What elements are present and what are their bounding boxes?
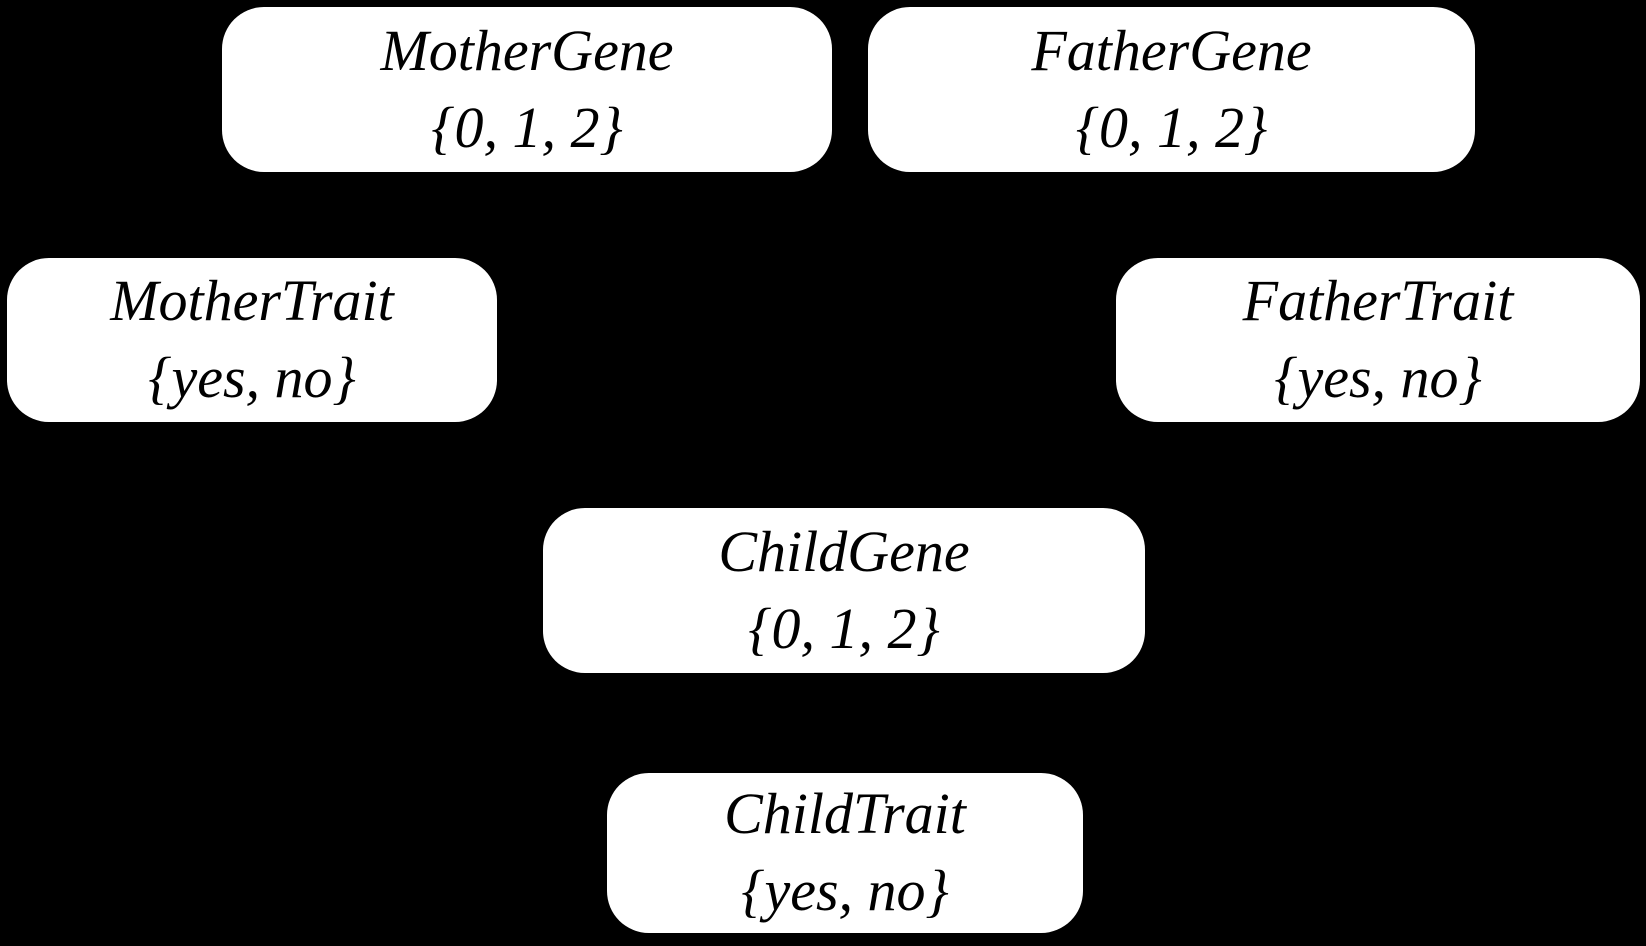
node-mother-trait: MotherTrait {yes, no} <box>7 258 497 422</box>
node-domain: {0, 1, 2} <box>1075 94 1268 160</box>
node-child-trait: ChildTrait {yes, no} <box>607 773 1083 933</box>
node-name: ChildGene <box>718 518 970 584</box>
node-name: FatherGene <box>1031 17 1312 83</box>
node-domain: {yes, no} <box>1274 345 1482 410</box>
node-name: MotherGene <box>380 17 674 83</box>
node-name: ChildTrait <box>724 781 966 847</box>
node-mother-gene: MotherGene {0, 1, 2} <box>222 7 832 172</box>
node-domain: {yes, no} <box>741 858 949 923</box>
node-name: FatherTrait <box>1242 268 1514 334</box>
node-domain: {yes, no} <box>148 345 356 410</box>
node-domain: {0, 1, 2} <box>748 595 940 661</box>
node-father-trait: FatherTrait {yes, no} <box>1116 258 1640 422</box>
node-name: MotherTrait <box>110 268 394 334</box>
node-child-gene: ChildGene {0, 1, 2} <box>543 508 1145 673</box>
node-domain: {0, 1, 2} <box>431 94 623 160</box>
node-father-gene: FatherGene {0, 1, 2} <box>868 7 1475 172</box>
